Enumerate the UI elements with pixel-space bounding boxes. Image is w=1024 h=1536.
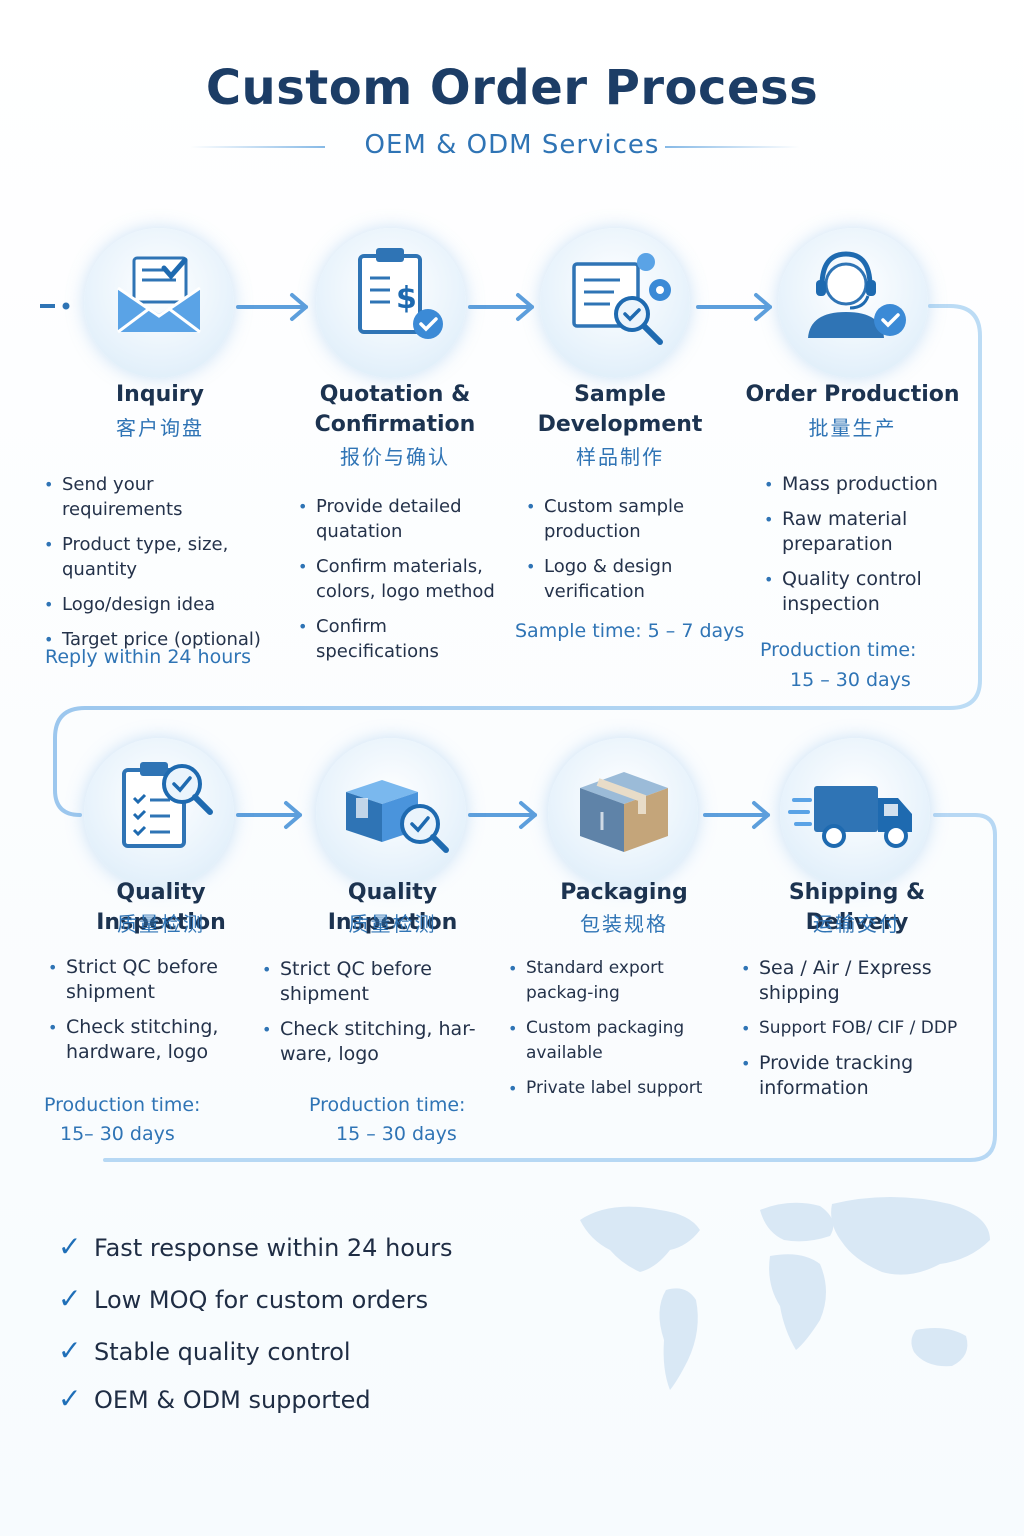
step-1-icon-bg: [84, 228, 234, 378]
step-7-bullet: Standard export packag-ing: [508, 956, 730, 1006]
step-6-title: Quality Inspection: [327, 880, 458, 935]
feature-item: ✓ Fast response within 24 hours: [58, 1230, 453, 1263]
step-6-note-value: 15 – 30 days: [336, 1123, 457, 1145]
step-3-bullet: Custom sample production: [526, 494, 726, 544]
checkmark-icon: ✓: [58, 1230, 82, 1263]
step-2-bullets: Provide detailed quatation Confirm mater…: [298, 494, 503, 674]
step-6-bullet: Check stitching, har-ware, logo: [262, 1017, 482, 1067]
step-8-bullet: Sea / Air / Express shipping: [741, 956, 981, 1006]
step-3-title: Sample Development: [537, 382, 703, 437]
step-3-subtitle: 样品制作: [576, 445, 664, 469]
quotation-clipboard-icon: $: [358, 248, 443, 339]
checkmark-icon: ✓: [58, 1282, 82, 1315]
step-7-bullet: Private label support: [508, 1076, 730, 1101]
package-box-icon: [580, 772, 668, 852]
step-3-bullet: Logo & design verification: [526, 554, 726, 604]
checkmark-icon: ✓: [58, 1382, 82, 1415]
step-6-bullet: Strict QC before shipment: [262, 957, 482, 1007]
step-2-bullet: Confirm specifications: [298, 614, 503, 664]
step-2-subtitle: 报价与确认: [340, 445, 450, 469]
step-1-bullet: Product type, size, quantity: [44, 532, 274, 582]
box-magnifier-icon: [346, 780, 449, 853]
checkmark-icon: ✓: [58, 1334, 82, 1367]
step-4-icon-bg: [778, 228, 928, 378]
step-1-title: Inquiry: [116, 382, 204, 407]
step-4-note-label: Production time:: [760, 639, 917, 661]
step-2-icon-bg: $: [316, 228, 466, 378]
feature-label: Low MOQ for custom orders: [94, 1286, 429, 1314]
step-5-title: Quality Inspection: [96, 880, 226, 935]
step-7-icon-bg: [548, 738, 698, 888]
subtitle-line-left: [190, 146, 325, 148]
envelope-icon: [117, 256, 201, 334]
step-4-title: Order Production: [745, 382, 960, 407]
step-1-subtitle: 客户询盘: [116, 416, 204, 440]
step-6-bullets: Strict QC before shipment Check stitchin…: [262, 957, 482, 1077]
subtitle-line-right: [665, 146, 800, 148]
step-3-icon-bg: [540, 228, 690, 378]
step-8-title: Shipping & Delivery: [788, 880, 926, 935]
feature-label: Stable quality control: [94, 1338, 351, 1366]
step-4-note-value: 15 – 30 days: [790, 669, 911, 691]
sample-document-icon: [572, 253, 671, 345]
step-4-bullets: Mass production Raw material preparation…: [764, 472, 964, 627]
step-5-subtitle: 质量检测: [117, 912, 205, 936]
delivery-truck-icon: [788, 786, 912, 848]
page-title: Custom Order Process: [205, 60, 819, 116]
feature-label: OEM & ODM supported: [94, 1386, 371, 1414]
step-4-subtitle: 批量生产: [808, 416, 897, 440]
step-4-bullet: Quality control inspection: [764, 567, 964, 617]
step-1-note: Reply within 24 hours: [45, 646, 251, 668]
page-subtitle: OEM & ODM Services: [364, 130, 660, 160]
step-7-subtitle: 包装规格: [580, 912, 668, 936]
step-5-bullet: Strict QC before shipment: [48, 955, 248, 1005]
step-2-bullet: Confirm materials, colors, logo method: [298, 554, 503, 604]
world-map-icon: [580, 1197, 990, 1390]
step-8-bullet: Support FOB/ CIF / DDP: [741, 1016, 981, 1041]
step-2-title: Quotation & Confirmation: [314, 382, 476, 437]
step-6-note-label: Production time:: [309, 1094, 466, 1116]
step-5-bullet: Check stitching, hardware, logo: [48, 1015, 248, 1065]
step-1-bullet: Send your requirements: [44, 472, 274, 522]
step-2-bullet: Provide detailed quatation: [298, 494, 503, 544]
step-7-bullet: Custom packaging available: [508, 1016, 730, 1066]
step-4-bullet: Mass production: [764, 472, 964, 497]
step-3-bullets: Custom sample production Logo & design v…: [526, 494, 726, 614]
step-6-icon-bg: [316, 738, 466, 888]
support-agent-icon: [808, 251, 906, 338]
step-7-bullets: Standard export packag-ing Custom packag…: [508, 956, 730, 1111]
step-7-title: Packaging: [560, 880, 688, 905]
step-5-icon-bg: [84, 738, 234, 888]
step-8-icon-bg: [780, 738, 930, 888]
svg-text:$: $: [396, 281, 417, 316]
step-1-bullet: Target price (optional): [44, 627, 274, 652]
step-4-bullet: Raw material preparation: [764, 507, 964, 557]
checklist-magnifier-icon: [122, 762, 213, 848]
step-8-bullet: Provide tracking information: [741, 1051, 981, 1101]
step-8-subtitle: 运输交付: [813, 912, 901, 936]
step-5-note-label: Production time:: [44, 1094, 201, 1116]
step-6-subtitle: 质量检测: [348, 912, 437, 936]
step-1-bullets: Send your requirements Product type, siz…: [44, 472, 274, 662]
feature-item: ✓ OEM & ODM supported: [58, 1382, 371, 1415]
step-1-bullet: Logo/design idea: [44, 592, 274, 617]
feature-label: Fast response within 24 hours: [94, 1234, 453, 1262]
step-3-note: Sample time: 5 – 7 days: [515, 620, 745, 642]
step-5-bullets: Strict QC before shipment Check stitchin…: [48, 955, 248, 1075]
flow-start-dot: [62, 302, 70, 310]
feature-item: ✓ Stable quality control: [58, 1334, 351, 1367]
step-5-note-value: 15– 30 days: [60, 1123, 175, 1145]
step-8-bullets: Sea / Air / Express shipping Support FOB…: [741, 956, 981, 1111]
feature-item: ✓ Low MOQ for custom orders: [58, 1282, 428, 1315]
